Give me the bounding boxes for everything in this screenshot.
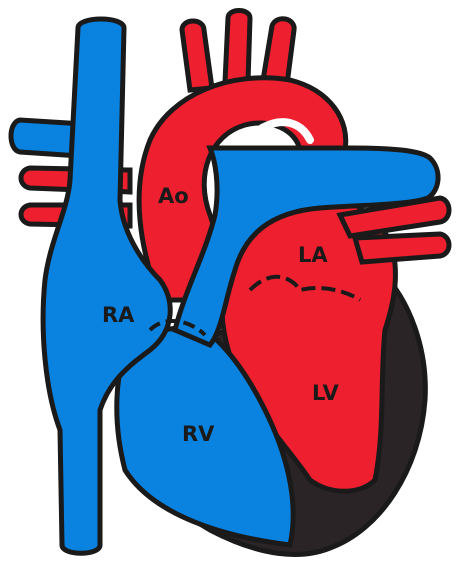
label-rv: RV (182, 424, 214, 445)
aortic-branch-2 (225, 11, 250, 83)
label-lv: LV (312, 383, 339, 404)
aortic-branch-1 (182, 21, 212, 90)
label-la: LA (298, 245, 328, 266)
label-ao: Ao (158, 186, 189, 207)
pulmonary-vein-lower (355, 234, 449, 262)
label-ra: RA (102, 305, 134, 326)
